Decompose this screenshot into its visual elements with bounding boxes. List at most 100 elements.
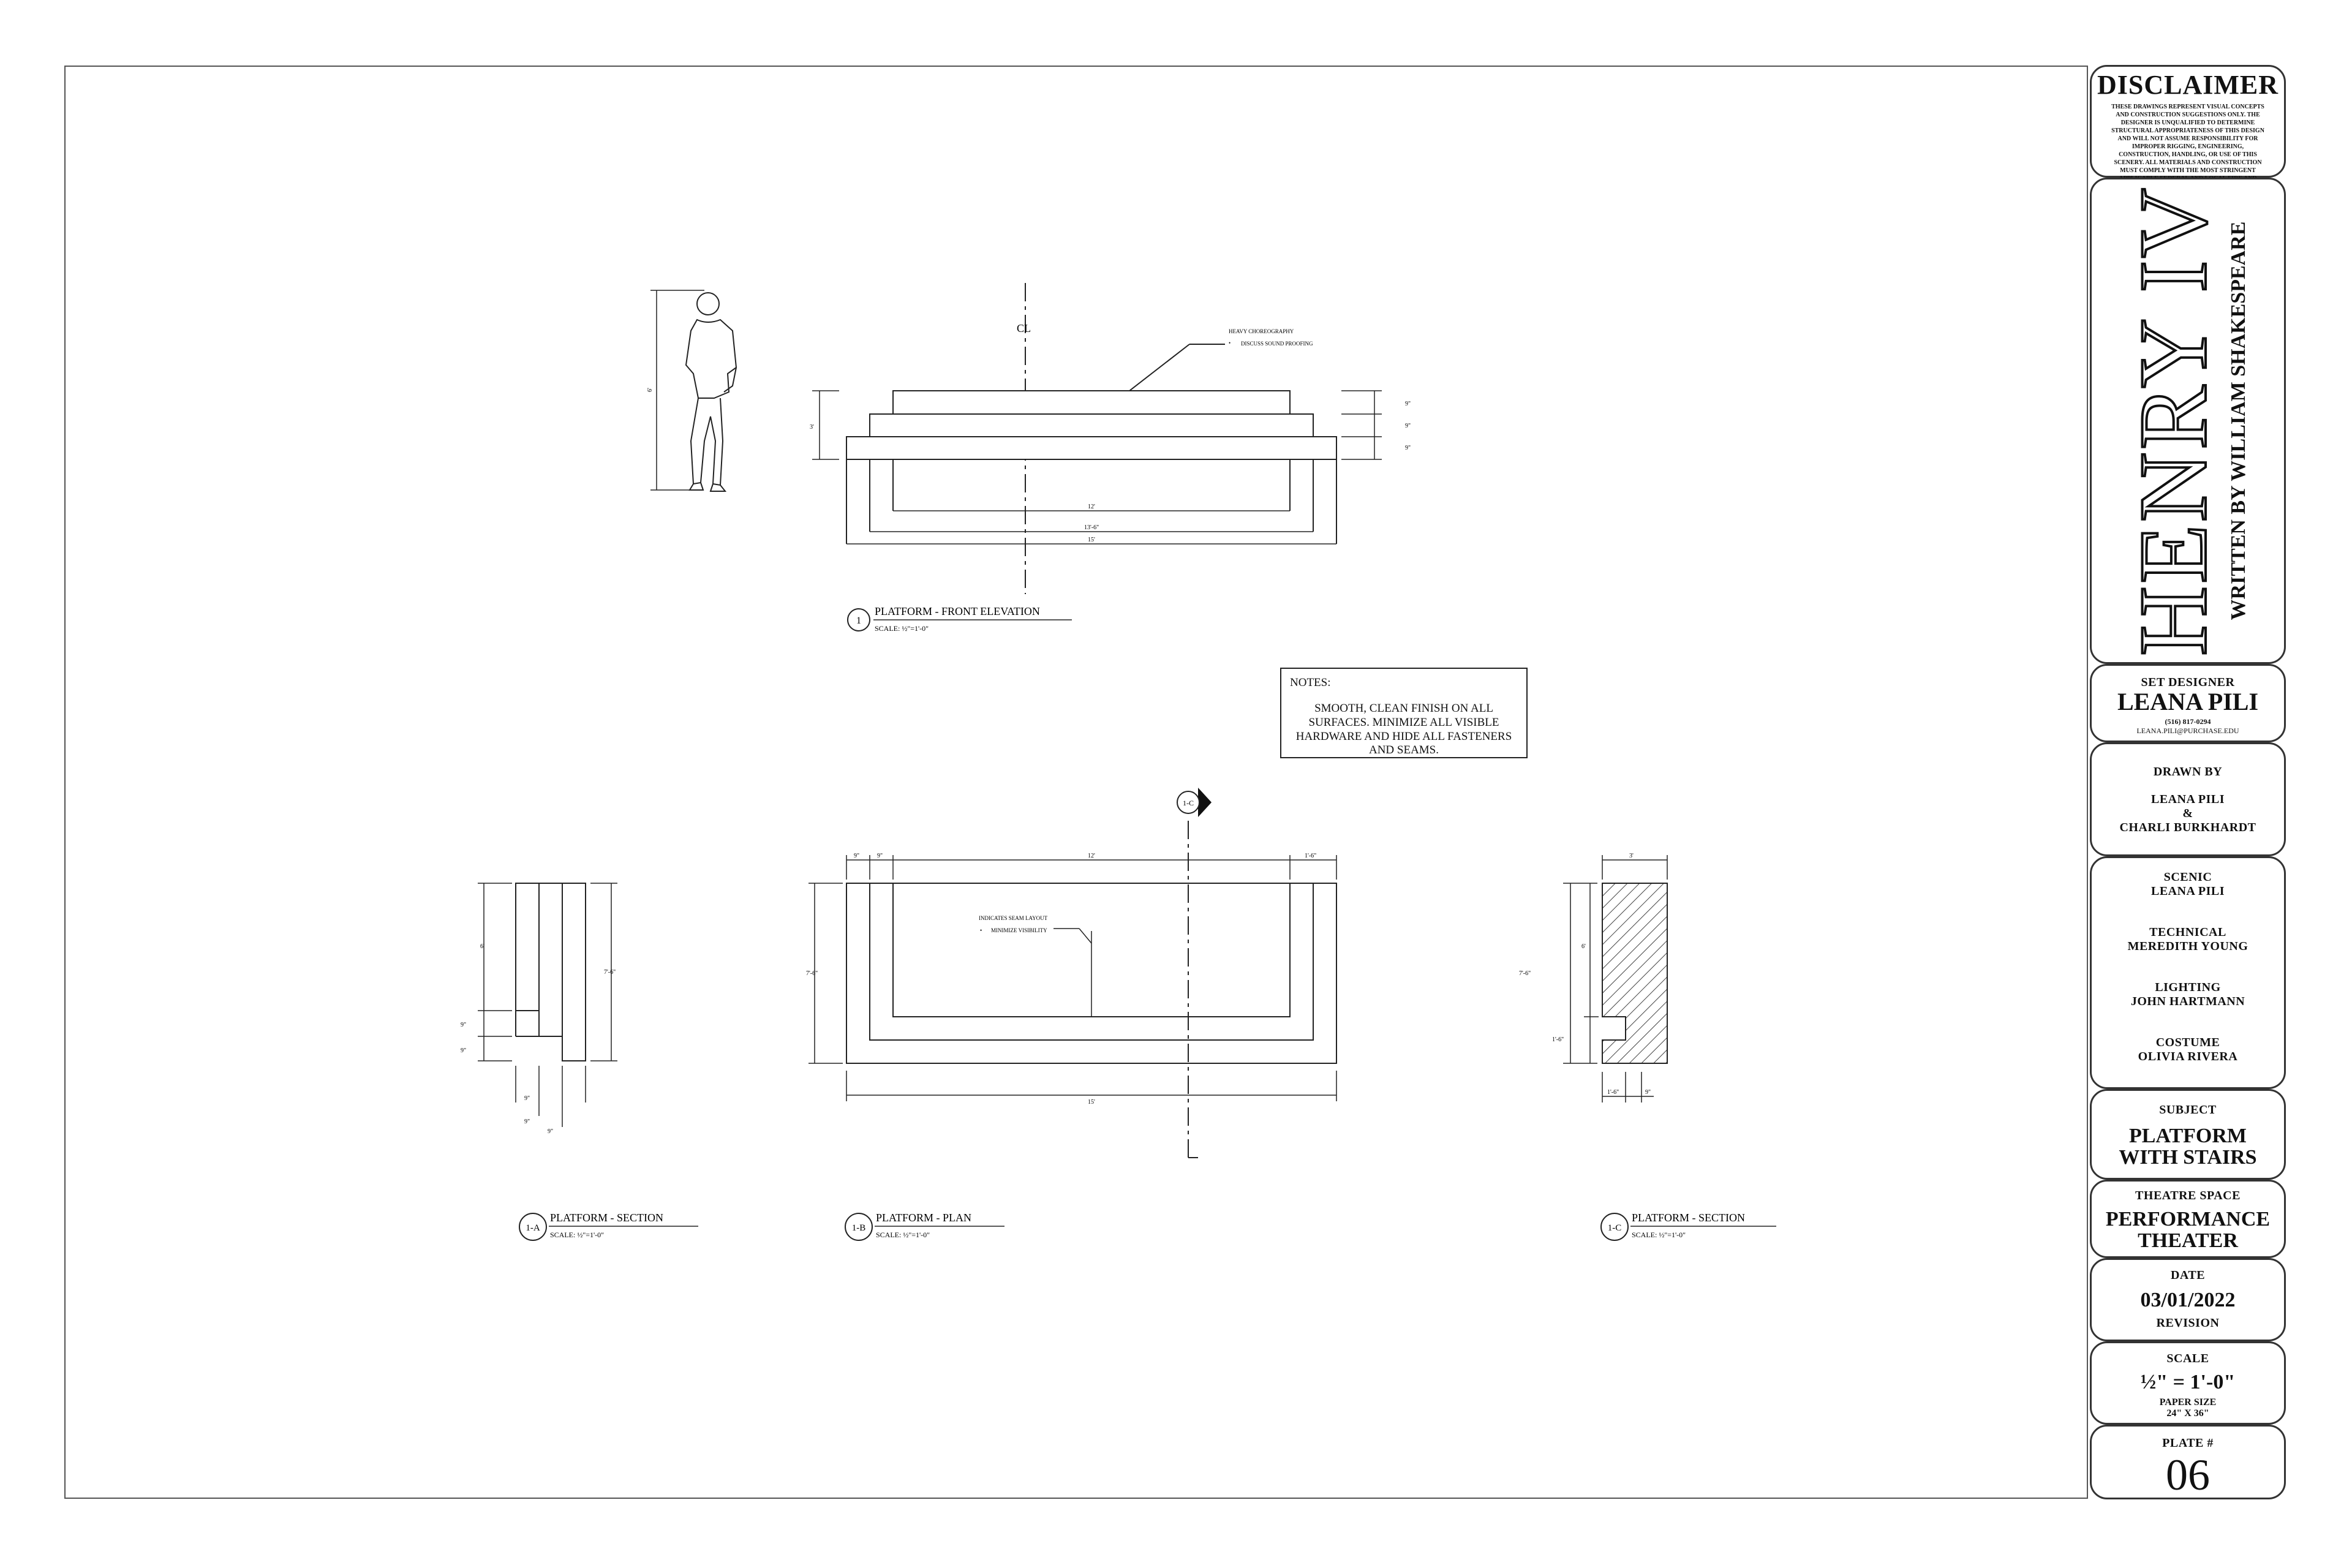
disclaimer-text: THESE DRAWINGS REPRESENT VISUAL CONCEPTS… (2111, 104, 2264, 190)
dim-width-15: 15' (1088, 537, 1095, 543)
dim-step-3: 9" (1405, 445, 1411, 451)
date-box: DATE 03/01/2022 REVISION (2090, 1258, 2286, 1341)
view-scale-section-1c: SCALE: ½"=1'-0" (1632, 1231, 1686, 1239)
disclaimer-title: DISCLAIMER (2097, 70, 2279, 100)
choreo-note-title: HEAVY CHOREOGRAPHY (1229, 328, 1294, 334)
dim-section-a-b3: 9" (548, 1128, 553, 1135)
team-name: MEREDITH YOUNG (2127, 940, 2248, 953)
team-entry: TECHNICAL MEREDITH YOUNG (2092, 925, 2284, 981)
dim-plan-r: 1'-6" (1305, 853, 1316, 859)
section-cut-marker (1177, 788, 1212, 817)
dim-plan-12: 12' (1088, 853, 1095, 859)
subject-box: SUBJECT PLATFORM WITH STAIRS (2090, 1089, 2286, 1180)
team-role: SCENIC (2163, 870, 2212, 884)
scale-label: SCALE (2166, 1352, 2209, 1365)
seam-note-item: MINIMIZE VISIBILITY (991, 927, 1047, 933)
dim-section-a-6: 6' (480, 943, 484, 950)
theatre-line-2: THEATER (2138, 1229, 2238, 1252)
dim-plan-width: 15' (1088, 1099, 1095, 1106)
plan-view (846, 821, 1337, 1158)
team-role: LIGHTING (2155, 981, 2221, 994)
centerline-label: CL (1017, 322, 1031, 334)
subject-line-2: WITH STAIRS (2119, 1145, 2257, 1169)
notes-label: NOTES: (1290, 676, 1331, 689)
human-figure (685, 292, 737, 492)
view-number: 1-B (852, 1223, 866, 1233)
team-entry: SCENIC LEANA PILI (2092, 870, 2284, 925)
show-title: HENRY IV (2119, 184, 2228, 657)
section-1a-dimensions (478, 883, 617, 1127)
drawn-by-label: DRAWN BY (2153, 765, 2223, 778)
dim-step-2: 9" (1405, 423, 1411, 429)
seam-note-bullet: • (980, 927, 982, 933)
dim-c-7-6: 7'-6" (1519, 970, 1531, 977)
drawn-by-box: DRAWN BY LEANA PILI & CHARLI BURKHARDT (2090, 742, 2286, 856)
view-scale-front-elevation: SCALE: ½"=1'-0" (875, 624, 929, 633)
drawn-by-ampersand: & (2182, 807, 2193, 820)
team-name: LEANA PILI (2150, 884, 2225, 898)
view-scale-section-1a: SCALE: ½"=1'-0" (550, 1231, 604, 1239)
dim-section-a-b2: 9" (524, 1118, 530, 1125)
team-entry: COSTUME OLIVIA RIVERA (2092, 1036, 2284, 1091)
revision-label: REVISION (2156, 1316, 2220, 1330)
theatre-box: THEATRE SPACE PERFORMANCE THEATER (2090, 1180, 2286, 1258)
team-entry: LIGHTING JOHN HARTMANN (2092, 981, 2284, 1036)
notes-text: SMOOTH, CLEAN FINISH ON ALL SURFACES. MI… (1295, 702, 1512, 757)
dim-plan-l2: 9" (877, 853, 883, 859)
theatre-label: THEATRE SPACE (2135, 1189, 2241, 1202)
plan-dimensions (809, 855, 1337, 1101)
section-1c-dimensions (1563, 855, 1668, 1102)
team-name: JOHN HARTMANN (2130, 995, 2245, 1008)
section-1a (515, 883, 586, 1061)
dim-section-a-9b: 9" (461, 1047, 466, 1054)
plate-number: 06 (2166, 1450, 2210, 1499)
view-number: 1-C (1608, 1223, 1622, 1233)
date-value: 03/01/2022 (2140, 1289, 2236, 1311)
set-designer-label: SET DESIGNER (2141, 676, 2235, 689)
choreo-note-item: DISCUSS SOUND PROOFING (1241, 341, 1313, 347)
team-name: OLIVIA RIVERA (2138, 1050, 2238, 1063)
notes-box: NOTES: SMOOTH, CLEAN FINISH ON ALL SURFA… (1280, 668, 1528, 758)
theatre-line-1: PERFORMANCE (2105, 1208, 2271, 1231)
view-title-plan: PLATFORM - PLAN (876, 1212, 971, 1224)
section-1c (1602, 883, 1668, 1064)
scale-box: SCALE ½" = 1'-0" PAPER SIZE 24" X 36" (2090, 1341, 2286, 1425)
front-elevation-dimensions (812, 390, 1382, 545)
view-number: 1-A (526, 1223, 540, 1233)
show-title-rotated: HENRY IV WRITTEN BY WILLIAM SHAKESPEARE (2119, 182, 2250, 660)
dim-person-height: 6' (647, 388, 654, 392)
subject-label: SUBJECT (2159, 1103, 2217, 1117)
view-number: 1 (856, 616, 861, 626)
sheet-border (64, 66, 2088, 1499)
dim-section-a-b1: 9" (524, 1095, 530, 1102)
dim-section-a-9a: 9" (461, 1022, 466, 1028)
choreo-note-bullet: • (1229, 340, 1231, 346)
dim-c-b1: 1'-6" (1607, 1089, 1619, 1096)
view-number-circle (519, 1213, 547, 1241)
team-role: TECHNICAL (2149, 925, 2226, 939)
front-elevation (846, 283, 1337, 594)
person-height-dimension (650, 290, 704, 491)
set-designer-phone: (516) 817-0294 (2165, 717, 2211, 726)
dim-c-top: 3' (1629, 853, 1634, 859)
subject-line-1: PLATFORM (2128, 1125, 2247, 1147)
set-designer-name: LEANA PILI (2117, 688, 2259, 715)
show-title-box: HENRY IV WRITTEN BY WILLIAM SHAKESPEARE (2090, 178, 2286, 664)
paper-size-value: 24" X 36" (2166, 1408, 2209, 1419)
view-title-front-elevation: PLATFORM - FRONT ELEVATION (875, 605, 1040, 617)
disclaimer-box: DISCLAIMER THESE DRAWINGS REPRESENT VISU… (2090, 65, 2286, 190)
dim-width-13-6: 13'-6" (1084, 524, 1099, 531)
view-number-circle (845, 1213, 873, 1241)
scale-value: ½" = 1'-0" (2140, 1371, 2236, 1393)
set-designer-email: LEANA.PILI@PURCHASE.EDU (2136, 726, 2239, 735)
view-number-circle (1600, 1213, 1629, 1241)
view-title-section-1a: PLATFORM - SECTION (550, 1212, 663, 1224)
paper-size-label: PAPER SIZE (2159, 1396, 2217, 1408)
seam-note-title: INDICATES SEAM LAYOUT (979, 915, 1048, 921)
dim-front-height: 3' (810, 424, 814, 431)
section-cut-label: 1-C (1183, 799, 1194, 807)
dim-step-1: 9" (1405, 401, 1411, 407)
set-designer-box: SET DESIGNER LEANA PILI (516) 817-0294 L… (2090, 664, 2286, 742)
drawn-by-name-2: CHARLI BURKHARDT (2119, 821, 2256, 834)
